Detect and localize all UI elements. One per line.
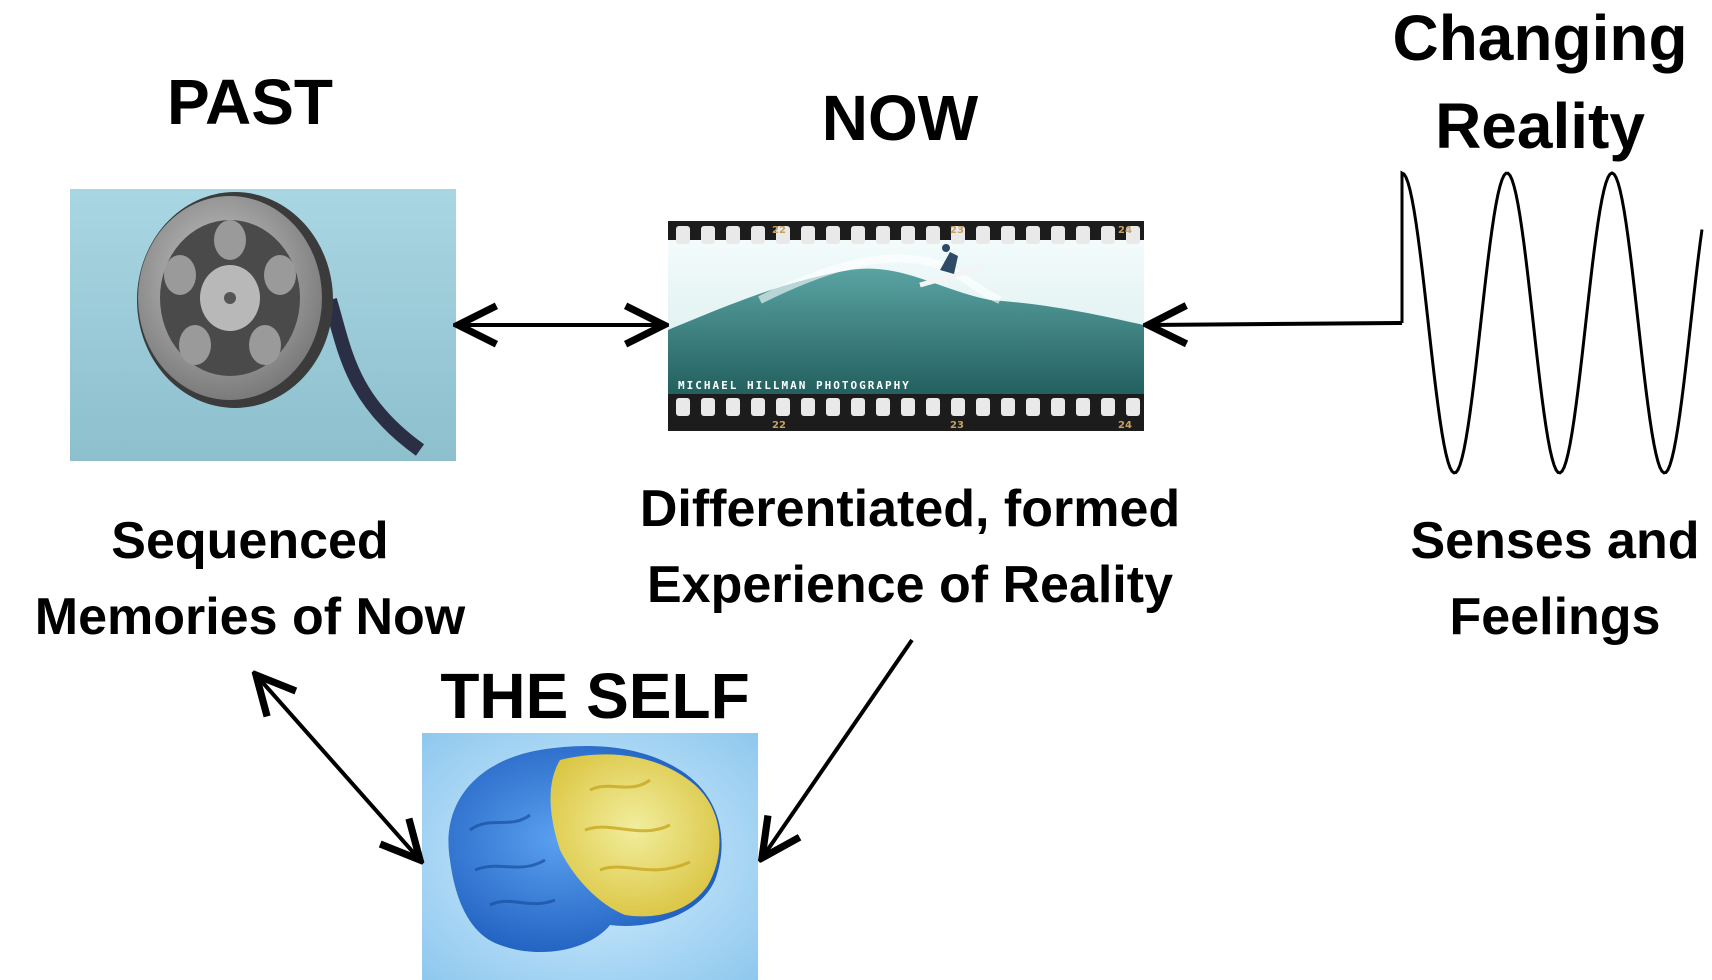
sprocket-hole [951,398,965,416]
sprocket-hole [926,398,940,416]
now-label: NOW [821,82,979,154]
experience-label-line2: Experience of Reality [647,556,1173,614]
frame-number: 23 [950,420,964,431]
sprocket-hole [1126,226,1140,244]
sprocket-hole [826,398,840,416]
senses-label-line2: Feelings [1449,588,1661,646]
sprocket-hole [676,398,690,416]
film-reel-image [70,189,456,461]
sprocket-hole [776,226,790,244]
sprocket-hole [1126,398,1140,416]
sprocket-hole [851,226,865,244]
sprocket-hole [951,226,965,244]
sprocket-hole [1076,226,1090,244]
sprocket-hole [751,398,765,416]
self-memories-arrow [256,675,420,860]
sprocket-hole [701,398,715,416]
sprocket-hole [726,398,740,416]
experience-label-line1: Differentiated, formed [639,480,1181,538]
sprocket-hole [926,226,940,244]
reality-sine-wave [1400,170,1704,475]
sprocket-hole [676,226,690,244]
brain-image [422,733,758,980]
surfer-filmstrip-image: MICHAEL HILLMAN PHOTOGRAPHY 22 23 24 22 … [668,221,1144,431]
frame-number: 22 [772,420,786,431]
sprocket-hole [1101,226,1115,244]
sprocket-hole [876,398,890,416]
sprocket-hole [1026,226,1040,244]
photo-watermark: MICHAEL HILLMAN PHOTOGRAPHY [678,379,911,392]
sprocket-hole [1001,398,1015,416]
sprocket-hole [976,398,990,416]
sprocket-hole [1101,398,1115,416]
sprocket-hole [751,226,765,244]
senses-label-line1: Senses and [1410,512,1700,570]
past-label: PAST [167,66,333,138]
reality-to-now-arrow [1148,323,1403,325]
sprocket-hole [701,226,715,244]
sprocket-hole [1051,226,1065,244]
sprocket-hole [976,226,990,244]
frame-number: 22 [772,225,786,236]
sprocket-hole [901,226,915,244]
sprocket-hole [876,226,890,244]
frame-number: 23 [950,225,964,236]
self-label: THE SELF [440,660,750,732]
sprocket-hole [851,398,865,416]
frame-number: 24 [1118,225,1132,236]
changing-reality-label-line2: Reality [1435,90,1645,162]
sprocket-hole [776,398,790,416]
frame-number: 24 [1118,420,1132,431]
memories-label-line2: Memories of Now [34,588,466,646]
sprocket-hole [826,226,840,244]
sprocket-hole [726,226,740,244]
memories-label-line1: Sequenced [111,512,389,570]
sprocket-hole [801,226,815,244]
sprocket-hole [1051,398,1065,416]
sprocket-hole [1001,226,1015,244]
experience-to-self-arrow [762,638,914,858]
sprocket-hole [801,398,815,416]
sprocket-hole [901,398,915,416]
sprocket-hole [1076,398,1090,416]
changing-reality-label-line1: Changing [1392,2,1688,74]
sprocket-hole [1026,398,1040,416]
